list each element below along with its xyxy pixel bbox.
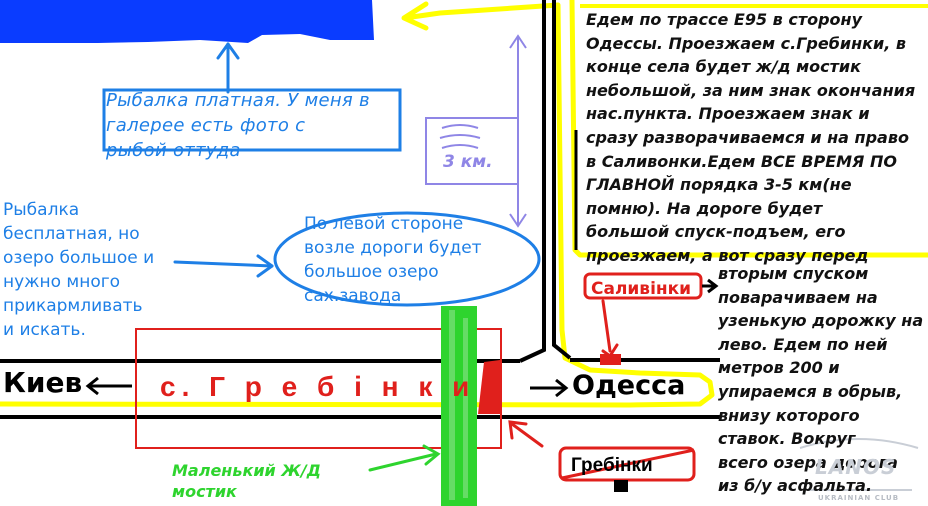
distance-indicator xyxy=(425,34,527,228)
route-right-column xyxy=(569,0,928,258)
lake-shape xyxy=(0,0,374,43)
side-roads xyxy=(519,0,572,363)
distance-label: 3 км. xyxy=(443,152,493,172)
directions-text-continued: вторым спуском поварачиваем на узенькую … xyxy=(718,264,924,496)
main-road xyxy=(0,358,720,419)
salyvinky-sign-marker xyxy=(600,354,621,365)
oval-note-text: По левой стороне возле дороги будет боль… xyxy=(304,214,482,306)
city-left-label: Киев xyxy=(3,366,83,399)
grebinky-post xyxy=(614,480,628,492)
blue-arrows xyxy=(173,42,274,278)
village-end-sign xyxy=(478,360,502,414)
salyvinky-box xyxy=(583,272,703,300)
bridge-pointer xyxy=(368,444,441,472)
directions-text: Едем по трассе Е95 в сторону Одессы. Про… xyxy=(586,10,916,265)
city-right-label: Одесса xyxy=(572,370,686,401)
sign-pointers xyxy=(508,299,619,448)
route-highway xyxy=(0,2,715,408)
railway-line xyxy=(441,306,477,506)
route-arrowhead xyxy=(401,1,429,31)
lake-note-box xyxy=(102,88,402,152)
grebinky-cross xyxy=(561,448,695,480)
watermark-name: LANOS xyxy=(815,455,897,479)
village-name-label: с. Г р е б і н к и xyxy=(160,371,476,402)
watermark-club: UKRAINIAN CLUB xyxy=(818,494,900,502)
railway-texture xyxy=(449,310,468,500)
salyvinky-arrow xyxy=(702,278,719,294)
grebinky-sign-label: Гребінки xyxy=(571,455,653,476)
watermark-emblem xyxy=(799,438,919,491)
salyvinky-sign-label: Саливінки xyxy=(591,279,692,299)
free-fishing-note-text: Рыбалка бесплатная, но озеро большое и н… xyxy=(3,200,155,340)
direction-arrows xyxy=(85,376,569,398)
lake-oval xyxy=(273,211,541,307)
lake-note-text: Рыбалка платная. У меня в галерее есть ф… xyxy=(106,90,370,161)
route-line xyxy=(0,0,928,408)
bridge-label: Маленький Ж/Д мостик xyxy=(172,461,321,501)
